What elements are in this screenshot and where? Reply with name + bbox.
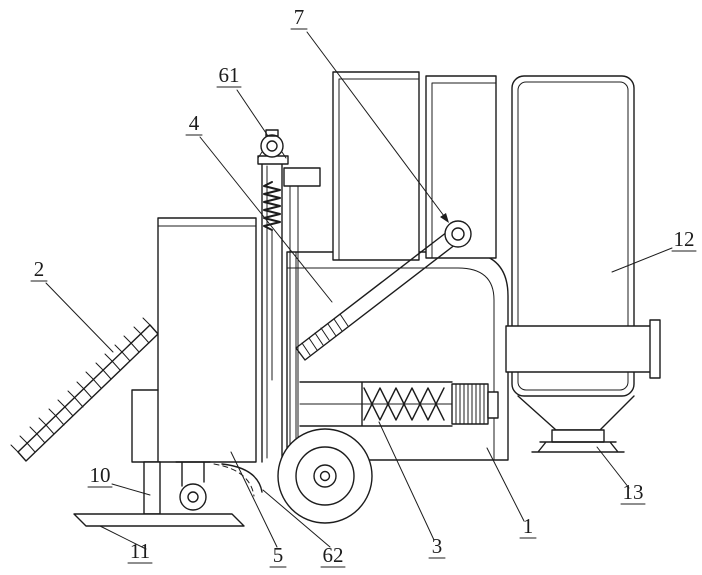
leader-7-arrowhead bbox=[440, 213, 449, 223]
ref-label-4: 4 bbox=[189, 111, 200, 135]
drive-motor-cap bbox=[487, 391, 499, 419]
ref-label-62: 62 bbox=[323, 543, 344, 567]
top-bins bbox=[332, 71, 497, 261]
belt-rungs bbox=[26, 333, 150, 453]
ref-label-1: 1 bbox=[523, 514, 534, 538]
guard-curve bbox=[221, 463, 263, 493]
tank-outline bbox=[511, 75, 635, 397]
hoist-motor bbox=[260, 134, 284, 158]
ref-label-61: 61 bbox=[219, 63, 240, 87]
bin-left bbox=[332, 71, 420, 261]
belt-spikes bbox=[10, 317, 151, 453]
ref-label-11: 11 bbox=[130, 539, 150, 563]
ref-label-13: 13 bbox=[623, 480, 644, 504]
transfer-duct bbox=[505, 325, 653, 373]
wheel-axle bbox=[319, 470, 331, 482]
caster-wheel bbox=[179, 483, 207, 511]
ref-label-5: 5 bbox=[273, 543, 284, 567]
caster-assembly bbox=[175, 461, 263, 511]
ref-label-7: 7 bbox=[294, 5, 305, 29]
tank-inner bbox=[517, 81, 629, 391]
leader-10 bbox=[111, 483, 151, 496]
feed-tube bbox=[295, 220, 472, 361]
auger-spiral bbox=[363, 387, 445, 421]
caster-hub bbox=[187, 491, 199, 503]
ref-label-2: 2 bbox=[34, 257, 45, 281]
leader-62 bbox=[262, 489, 331, 548]
leader-3 bbox=[378, 421, 435, 541]
leader-4 bbox=[199, 136, 333, 303]
support-leg bbox=[143, 461, 161, 515]
hoist-motor-struts bbox=[257, 151, 287, 159]
leader-7 bbox=[306, 31, 448, 221]
right-tank bbox=[505, 75, 661, 453]
pivot-joint-hub bbox=[451, 227, 465, 241]
ref-label-12: 12 bbox=[674, 227, 695, 251]
bin-left-inner bbox=[338, 78, 420, 261]
screw-conveyor bbox=[299, 381, 499, 427]
hopper-stand bbox=[531, 441, 625, 453]
left-tank bbox=[157, 217, 257, 463]
hopper-walls bbox=[517, 395, 635, 431]
caster-bracket bbox=[175, 461, 211, 487]
leader-lines bbox=[45, 31, 673, 550]
leader-5 bbox=[230, 451, 278, 548]
wheel-tire bbox=[277, 428, 373, 524]
wheel-rim bbox=[295, 446, 355, 506]
hoist-motor-hub bbox=[266, 140, 278, 152]
leader-13 bbox=[596, 446, 630, 489]
mast-channel bbox=[289, 185, 299, 461]
leader-61 bbox=[236, 89, 269, 137]
tube-hatching bbox=[301, 313, 349, 356]
support-leg-assembly bbox=[73, 461, 245, 527]
spiked-elevator bbox=[10, 317, 159, 462]
ref-label-10: 10 bbox=[90, 463, 111, 487]
drive-motor bbox=[451, 383, 489, 425]
leader-12 bbox=[611, 247, 673, 273]
leader-11 bbox=[99, 525, 147, 550]
mast-bracket bbox=[283, 167, 321, 187]
leader-2 bbox=[45, 282, 114, 353]
road-wheel bbox=[277, 428, 373, 524]
drive-motor-fins bbox=[455, 383, 485, 425]
reference-labels: 7 61 4 2 12 10 11 5 62 3 1 13 bbox=[30, 5, 697, 568]
duct-end-plate bbox=[649, 319, 661, 379]
pivot-joint bbox=[444, 220, 472, 248]
spring bbox=[263, 181, 281, 231]
lifting-mast bbox=[257, 129, 321, 463]
frame-inner-line bbox=[286, 267, 495, 461]
sub-frame bbox=[131, 389, 159, 463]
ref-label-3: 3 bbox=[432, 534, 443, 558]
left-tank-outline bbox=[157, 217, 257, 463]
guard-curve-hidden bbox=[213, 463, 255, 497]
hopper-discharge bbox=[551, 429, 605, 443]
leader-1 bbox=[486, 447, 525, 522]
base-plate bbox=[73, 513, 245, 527]
wheel-hub bbox=[313, 464, 337, 488]
sub-frame-lines bbox=[131, 389, 159, 463]
